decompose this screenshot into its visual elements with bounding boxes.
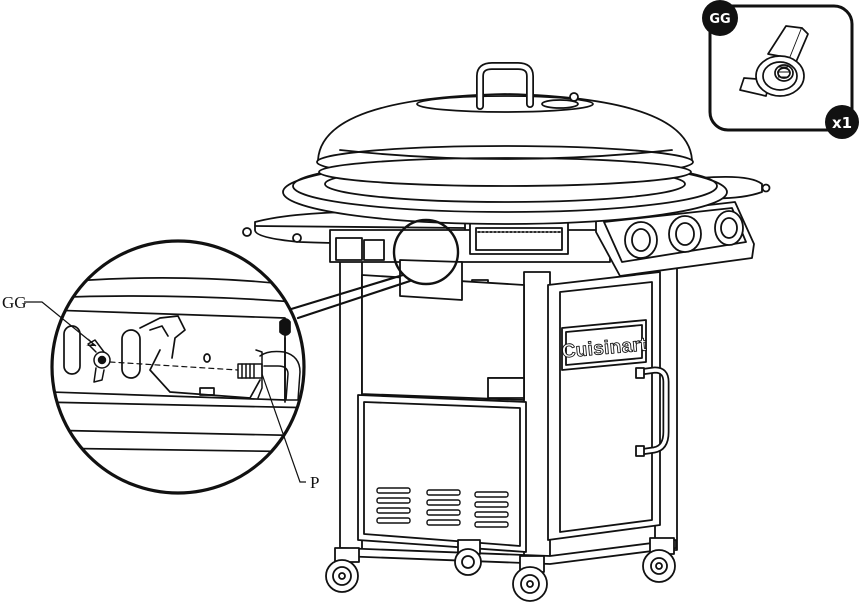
cuisinart-logo: Cuisinart — [561, 320, 648, 370]
hardware-box: GG x1 — [702, 0, 859, 139]
dome-lid — [317, 66, 693, 186]
caster-rear-center — [455, 540, 481, 575]
quantity-label: x1 — [832, 114, 852, 132]
zoom-detail — [40, 241, 320, 493]
cabinet: Cuisinart — [548, 272, 666, 540]
part-label-gg: GG — [2, 293, 27, 312]
grill-illustration: Cuisinart — [243, 66, 770, 601]
part-badge-label: GG — [709, 12, 730, 27]
front-lower-panel — [358, 395, 526, 552]
part-label-p: P — [310, 473, 319, 492]
caster-front-left — [326, 548, 359, 592]
